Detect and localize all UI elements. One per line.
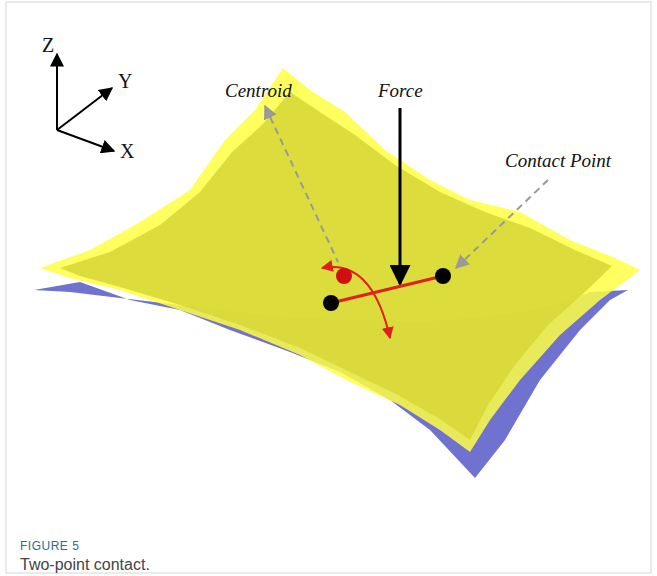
contact-dot [435, 268, 451, 284]
rotation-arrow [322, 267, 390, 338]
axes [57, 54, 114, 151]
axis-label: X [120, 140, 134, 163]
callout-label: Contact Point [505, 150, 611, 172]
contact-leader [456, 180, 548, 268]
axis-label: Y [118, 70, 132, 93]
contact-dot [323, 295, 339, 311]
centroid-dot [336, 268, 352, 284]
force-arrow [399, 108, 402, 284]
centroid-leader [265, 106, 338, 262]
axis-label: Z [42, 34, 54, 57]
figure-caption: Two-point contact. [20, 556, 150, 574]
callout-label: Centroid [225, 80, 292, 102]
upper-surface-inner [60, 92, 612, 440]
figure-number: FIGURE 5 [20, 540, 79, 554]
figure-frame [6, 2, 651, 573]
upper-surface-outer [40, 68, 640, 452]
callout-label: Force [378, 80, 423, 102]
